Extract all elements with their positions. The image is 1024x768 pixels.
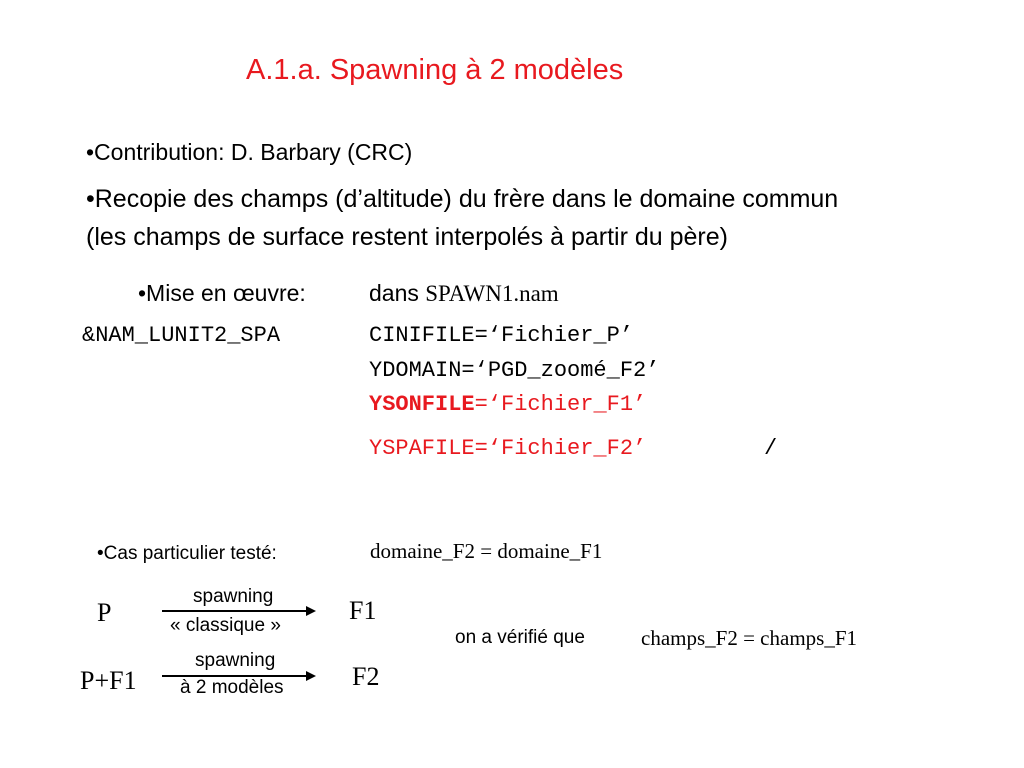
bullet-contribution: •Contribution: D. Barbary (CRC) bbox=[86, 139, 413, 165]
dans-text: dans bbox=[369, 280, 419, 306]
verified-label: on a vérifié que bbox=[455, 627, 585, 648]
bullet-recopie-line1: •Recopie des champs (d’altitude) du frèr… bbox=[86, 185, 839, 213]
diagram-row2-label-bottom: à 2 modèles bbox=[180, 677, 284, 698]
diagram-row1-arrow-head bbox=[306, 606, 316, 616]
namelist-line-ydomain: YDOMAIN=‘PGD_zoomé_F2’ bbox=[369, 358, 660, 383]
diagram-source-p: P bbox=[97, 598, 112, 627]
ysonfile-key: YSONFILE bbox=[369, 392, 475, 417]
diagram-row1-label-bottom: « classique » bbox=[170, 615, 281, 636]
diagram-row1-arrow-line bbox=[162, 610, 308, 612]
namelist-block-name: &NAM_LUNIT2_SPA bbox=[82, 323, 281, 348]
diagram-row2-arrow-line bbox=[162, 675, 308, 677]
namelist-filename: SPAWN1.nam bbox=[425, 281, 559, 306]
diagram-target-f2: F2 bbox=[352, 662, 380, 691]
diagram-row2-arrow-head bbox=[306, 671, 316, 681]
bullet-mise-en-oeuvre: •Mise en œuvre: bbox=[138, 280, 306, 306]
page-title: A.1.a. Spawning à 2 modèles bbox=[246, 54, 624, 86]
diagram-row2-label-top: spawning bbox=[195, 650, 276, 671]
bullet-cas-particulier: •Cas particulier testé: bbox=[97, 543, 277, 564]
namelist-line-yspafile: YSPAFILE=‘Fichier_F2’ bbox=[369, 436, 647, 461]
namelist-line-cinifile: CINIFILE=‘Fichier_P’ bbox=[369, 323, 634, 348]
namelist-terminator: / bbox=[764, 436, 778, 461]
namelist-line-ysonfile: YSONFILE=‘Fichier_F1’ bbox=[369, 392, 646, 417]
diagram-source-pf1: P+F1 bbox=[80, 666, 137, 695]
diagram-target-f1: F1 bbox=[349, 596, 377, 625]
dans-label: dans SPAWN1.nam bbox=[369, 280, 559, 307]
ysonfile-value: =‘Fichier_F1’ bbox=[474, 392, 647, 417]
domain-equality: domaine_F2 = domaine_F1 bbox=[370, 539, 603, 563]
diagram-row1-label-top: spawning bbox=[193, 586, 274, 607]
bullet-recopie-line2: (les champs de surface restent interpolé… bbox=[86, 223, 728, 251]
fields-equality: champs_F2 = champs_F1 bbox=[641, 626, 857, 650]
